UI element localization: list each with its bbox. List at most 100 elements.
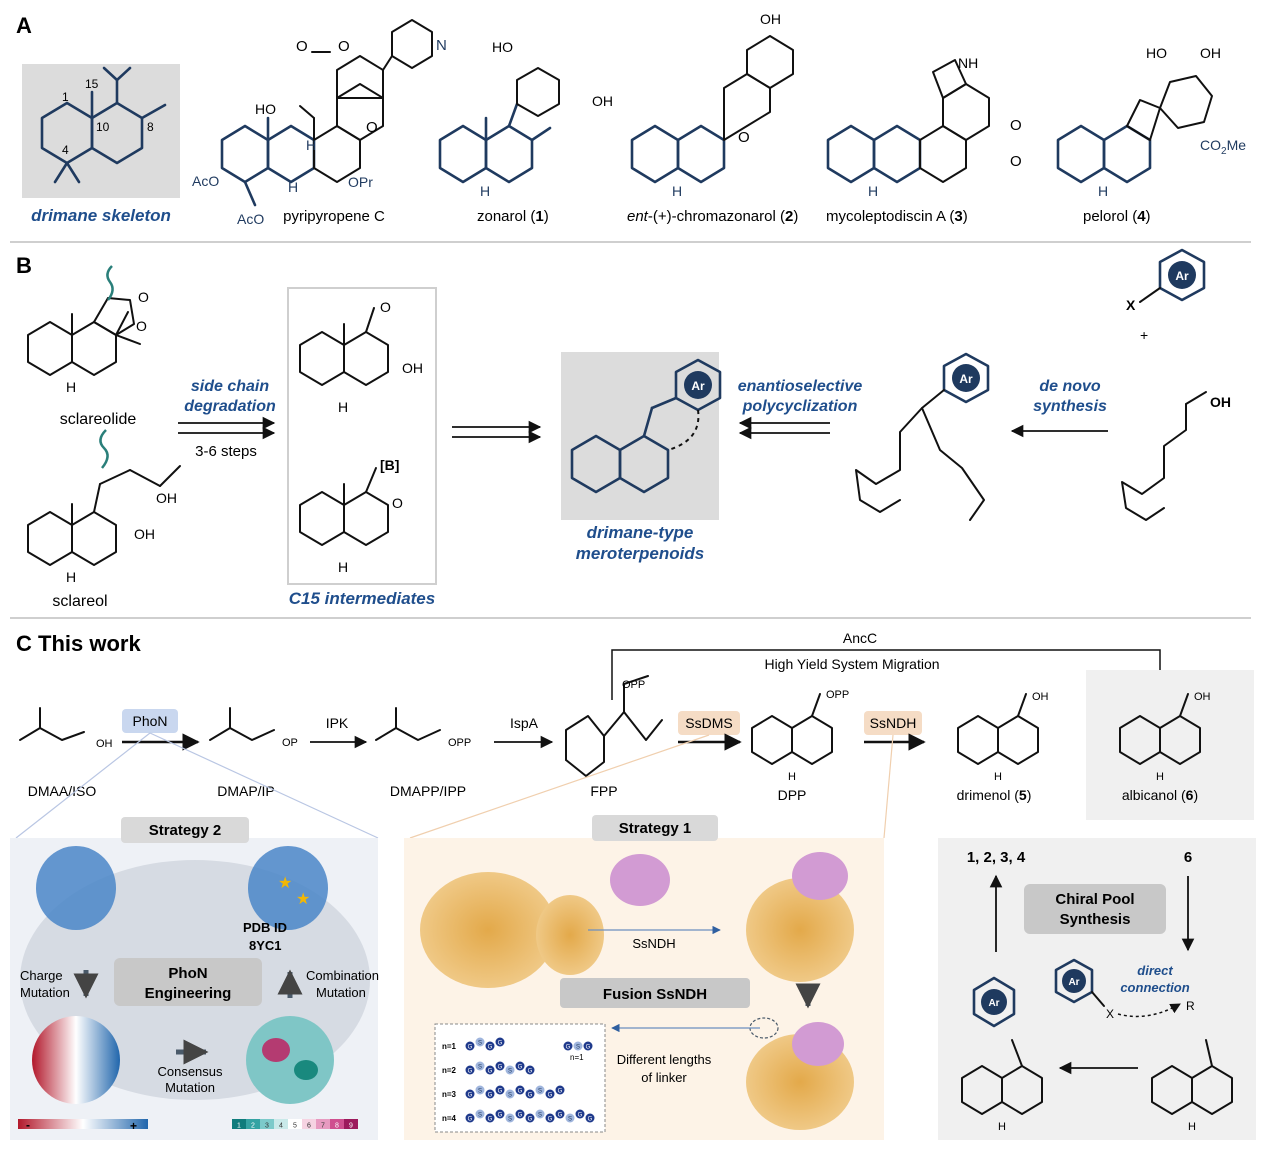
linker-bead-label: G (468, 1093, 473, 1099)
scale-cell (344, 1119, 358, 1129)
scale-cell (288, 1119, 302, 1129)
dmapp-structure: OPP DMAPP/IPP (375, 707, 471, 799)
atom-aco: AcO (192, 173, 219, 189)
strategy-1-tag (592, 815, 718, 841)
linker-n-label: n=4 (442, 1114, 457, 1123)
linker-bead-label: G (548, 1117, 553, 1123)
fusion-box (560, 978, 750, 1008)
linker-bead-label: G (468, 1117, 473, 1123)
denovo-label-2: synthesis (1033, 398, 1107, 415)
c15-h-2: H (338, 559, 348, 575)
pelorol-oh: OH (1200, 45, 1221, 61)
drimenol-structure: OH H drimenol (5) (957, 691, 1049, 803)
chiral-product: Ar H (961, 976, 1043, 1133)
linker-label-1: Different lengths (617, 1052, 712, 1067)
combination-label-2: Mutation (316, 985, 366, 1000)
chiral-r: R (1186, 999, 1195, 1013)
polyene-structure: Ar (855, 352, 990, 521)
locant-15: 15 (85, 77, 99, 91)
compound-chromazonarol: ent-(+)-chromazonarol (2) (627, 208, 798, 225)
zonarol-oh: OH (592, 93, 613, 109)
enantio-label-1: enantioselective (738, 378, 863, 395)
charge-plus: + (130, 1119, 137, 1133)
albicanol-h: H (1156, 771, 1164, 783)
compound-mycoleptodiscin: mycoleptodiscin A (3) (826, 208, 968, 225)
linker-bead-label: G (488, 1045, 493, 1051)
charge-minus: - (26, 1118, 30, 1132)
sclareolide-o: O (136, 318, 147, 334)
linker-bead-label: S (478, 1065, 482, 1071)
linker-bead-label: S (478, 1041, 482, 1047)
linker-bead (495, 1085, 505, 1095)
steps-label: 3-6 steps (195, 443, 257, 460)
linker-bead (475, 1037, 485, 1047)
linker-bead (535, 1085, 545, 1095)
dmaa-label: DMAA/ISO (28, 783, 97, 799)
chiral-title-box (1024, 884, 1166, 934)
linker-bead (585, 1113, 595, 1123)
callout-line-1 (15, 732, 151, 839)
charge-label-2: Mutation (20, 985, 70, 1000)
linker-bead-label: S (508, 1069, 512, 1075)
pelorol-structure: HO OH CO2Me H pelorol (4) (1056, 45, 1246, 225)
linker-bead-label: G (498, 1089, 503, 1095)
strategy-2-tag (121, 817, 249, 843)
direct-label-2: connection (1120, 980, 1189, 995)
linker-bead-label: G (558, 1089, 563, 1095)
scale-label: 1 (237, 1123, 241, 1130)
drimane-skeleton: 1 15 10 8 4 drimane skeleton (22, 64, 180, 225)
dpp-h: H (788, 771, 796, 783)
mycoleptodiscin-structure: NH O O H mycoleptodiscin A (3) (826, 55, 1022, 225)
migration-bracket (611, 649, 1166, 700)
chiral-targets: 1, 2, 3, 4 (967, 849, 1026, 866)
linker-bead (515, 1085, 525, 1095)
ar-label-2: Ar (959, 372, 973, 386)
fusion-ndh-1 (792, 852, 848, 900)
ssdms-protein-2 (536, 895, 604, 975)
linker-bead-label: G (558, 1113, 563, 1119)
star-icon-2: ★ (296, 891, 310, 908)
pelorol-co2me: CO2Me (1200, 137, 1246, 157)
atom-n: N (436, 37, 447, 54)
myco-h: H (868, 183, 878, 199)
locant-4: 4 (62, 143, 69, 157)
linker-bead-label: G (468, 1069, 473, 1075)
linker-bead-label: G (488, 1117, 493, 1123)
scale-label: 8 (335, 1123, 339, 1130)
chromazonarol-structure: OH O H ent-(+)-chromazonarol (2) (627, 11, 798, 225)
fpp-label: FPP (590, 783, 617, 799)
linker-bead (505, 1089, 515, 1099)
linker-bead (555, 1085, 565, 1095)
c15-box (287, 287, 437, 585)
chiral-x: X (1106, 1007, 1114, 1021)
scale-cell (330, 1119, 344, 1129)
linker-bead (465, 1041, 475, 1051)
chromazonarol-o: O (738, 129, 750, 146)
linker-bead-label: G (528, 1117, 533, 1123)
consensus-label-2: Mutation (165, 1080, 215, 1095)
phon-tag (122, 709, 178, 733)
zonarol-ho: HO (492, 39, 513, 55)
linker-label-2: of linker (641, 1070, 687, 1085)
fusion-ndh-2 (792, 1022, 844, 1066)
skeleton-background (22, 64, 180, 198)
ring-closure (667, 409, 700, 451)
linker-bead-label: G (468, 1045, 473, 1051)
strategy-2-panel: Strategy 2 ★ ★ PDB ID 8YC1 PhoN Engineer… (10, 817, 379, 1140)
fpp-opp: OPP (622, 679, 645, 691)
linker-bead-label: G (488, 1069, 493, 1075)
dmaa-oh: OH (96, 738, 113, 750)
c15-o: O (380, 299, 391, 315)
compound-zonarol: zonarol (1) (477, 208, 549, 225)
ispa-label: IspA (510, 715, 539, 731)
chiral-box (938, 838, 1256, 1140)
ar-disc (684, 371, 712, 399)
bb-oh: OH (1210, 394, 1231, 410)
albicanol-oh: OH (1194, 691, 1211, 703)
ssndh-protein (610, 854, 670, 906)
linker-bead (475, 1085, 485, 1095)
linker-bead (485, 1041, 495, 1051)
panel-a: A 1 15 10 8 4 drimane skeleton (10, 11, 1251, 243)
atom-aco-2: AcO (237, 211, 264, 227)
